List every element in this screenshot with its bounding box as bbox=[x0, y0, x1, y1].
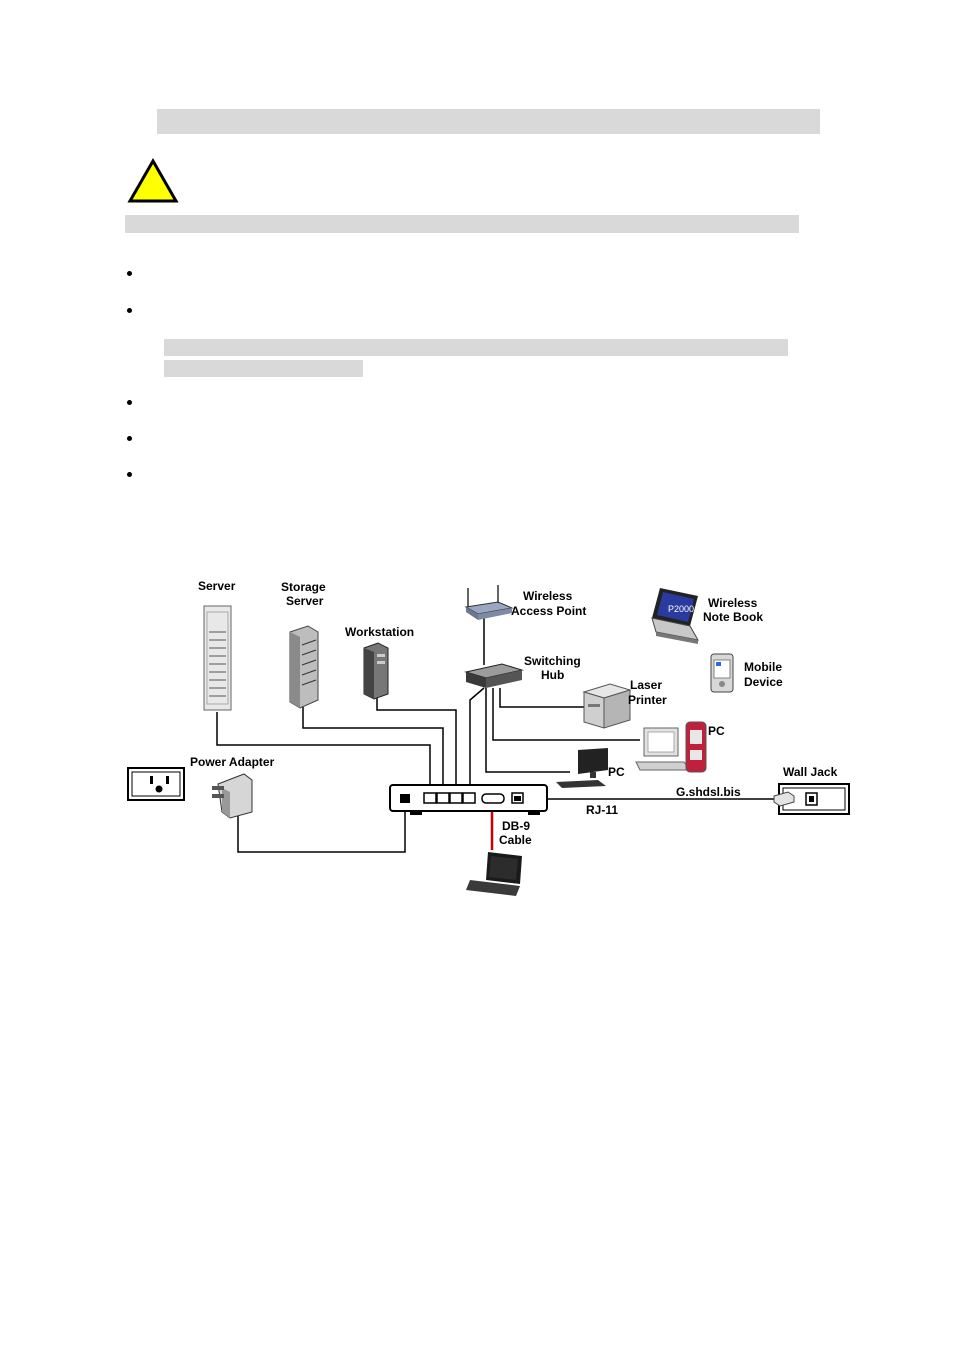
label-db9-cable: DB-9 bbox=[502, 819, 530, 833]
label-workstation: Workstation bbox=[345, 625, 414, 639]
label-pc-lower: PC bbox=[608, 765, 625, 779]
svg-text:P2000: P2000 bbox=[668, 604, 694, 614]
cables bbox=[216, 618, 778, 853]
wall-jack-icon bbox=[773, 783, 850, 815]
label-storage-server: Storage bbox=[281, 580, 326, 594]
pc-upper-cable bbox=[492, 688, 640, 741]
label-db9-cable: Cable bbox=[499, 833, 532, 847]
list-item-bullet bbox=[127, 308, 132, 313]
hub-uplink-cable bbox=[469, 687, 485, 796]
workstation-cable bbox=[376, 697, 457, 796]
server-icon bbox=[203, 605, 232, 711]
pc-icon bbox=[635, 721, 707, 773]
label-rj11: RJ-11 bbox=[586, 803, 618, 817]
storage-server-icon bbox=[289, 625, 319, 709]
heading-bar bbox=[157, 109, 820, 134]
list-item-bullet bbox=[127, 400, 132, 405]
network-diagram: P2000 bbox=[127, 579, 850, 896]
power-cable bbox=[237, 810, 406, 853]
label-laser-printer: Laser bbox=[630, 678, 662, 692]
label-pc-upper: PC bbox=[708, 724, 725, 738]
warning-icon bbox=[127, 158, 179, 203]
pc-lower-cable bbox=[485, 688, 570, 773]
label-wireless-notebook: Note Book bbox=[703, 610, 763, 624]
label-wireless-ap: Wireless bbox=[523, 589, 573, 603]
list-item-bullet bbox=[127, 271, 132, 276]
switching-hub-icon bbox=[464, 663, 524, 688]
caution-text-bar bbox=[125, 215, 799, 233]
label-switching-hub: Hub bbox=[541, 668, 564, 682]
workstation-icon bbox=[363, 642, 389, 700]
notebook-icon: P2000 bbox=[651, 588, 699, 644]
power-outlet-icon bbox=[127, 767, 185, 801]
label-wireless-ap: Access Point bbox=[511, 604, 586, 618]
server-cable bbox=[216, 712, 431, 796]
list-item-bullet bbox=[127, 436, 132, 441]
storage-server-cable bbox=[302, 707, 444, 796]
list-item-bullet bbox=[127, 472, 132, 477]
label-line-standard: G.shdsl.bis bbox=[676, 785, 741, 799]
label-server: Server bbox=[198, 579, 236, 593]
label-switching-hub: Switching bbox=[524, 654, 581, 668]
pc-icon bbox=[556, 748, 608, 788]
printer-cable bbox=[499, 688, 584, 708]
power-adapter-icon bbox=[212, 773, 253, 819]
label-mobile-device: Mobile bbox=[744, 660, 782, 674]
label-mobile-device: Device bbox=[744, 675, 783, 689]
pda-icon bbox=[710, 653, 734, 693]
note-bar bbox=[164, 339, 788, 356]
label-power-adapter: Power Adapter bbox=[190, 755, 275, 769]
label-laser-printer: Printer bbox=[628, 693, 667, 707]
label-storage-server: Server bbox=[286, 594, 324, 608]
note-bar bbox=[164, 360, 363, 377]
label-wireless-notebook: Wireless bbox=[708, 596, 758, 610]
laser-printer-icon bbox=[582, 683, 632, 729]
access-point-icon bbox=[464, 585, 514, 620]
label-wall-jack: Wall Jack bbox=[783, 765, 838, 779]
laptop-icon bbox=[466, 852, 522, 896]
router-icon bbox=[389, 784, 548, 815]
